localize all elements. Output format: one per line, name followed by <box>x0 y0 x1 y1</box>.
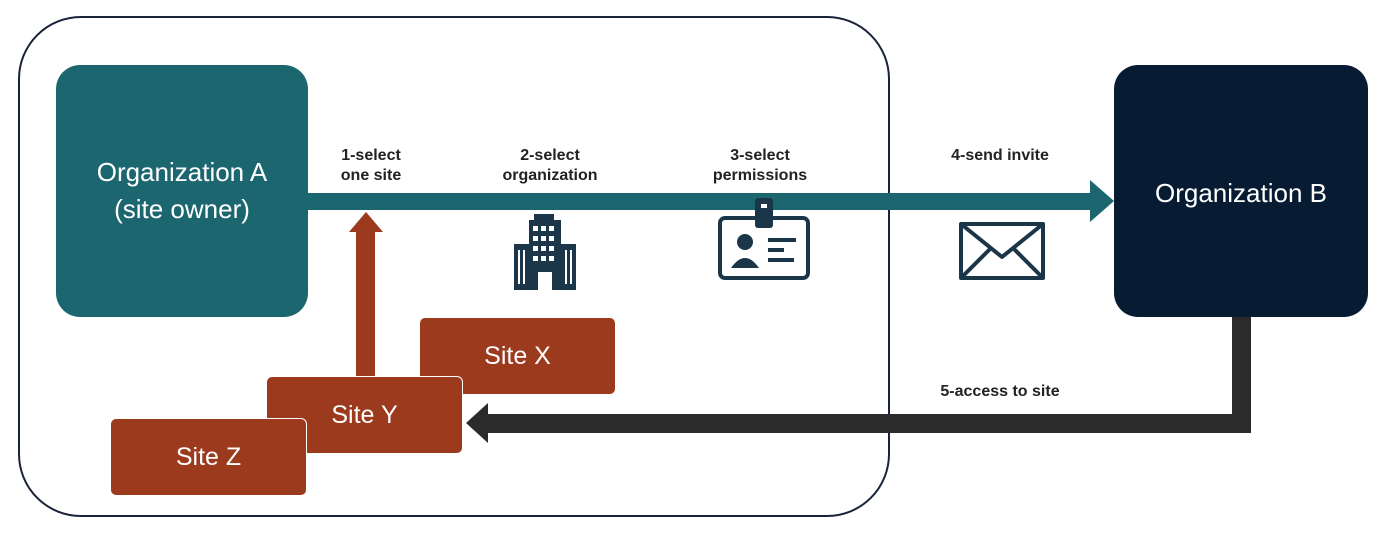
step-3-label: 3-select permissions <box>712 147 808 184</box>
owner-boundary <box>18 16 890 517</box>
step-5-label: 5-access to site <box>940 383 1060 400</box>
site-z-box: Site Z <box>110 418 307 496</box>
step-1-label: 1-select one site <box>340 147 402 184</box>
invite-flow-arrow <box>306 180 1114 222</box>
site-selection-arrow <box>349 212 383 378</box>
access-return-arrow <box>466 315 1251 443</box>
office-building-icon <box>514 214 576 290</box>
id-badge-icon <box>718 198 810 280</box>
step-2-label: 2-select organization <box>502 147 598 184</box>
organization-b-box: Organization B <box>1114 65 1368 317</box>
step-4-label: 4-send invite <box>951 147 1049 164</box>
envelope-icon <box>959 222 1045 280</box>
organization-a-box: Organization A (site owner) <box>56 65 308 317</box>
